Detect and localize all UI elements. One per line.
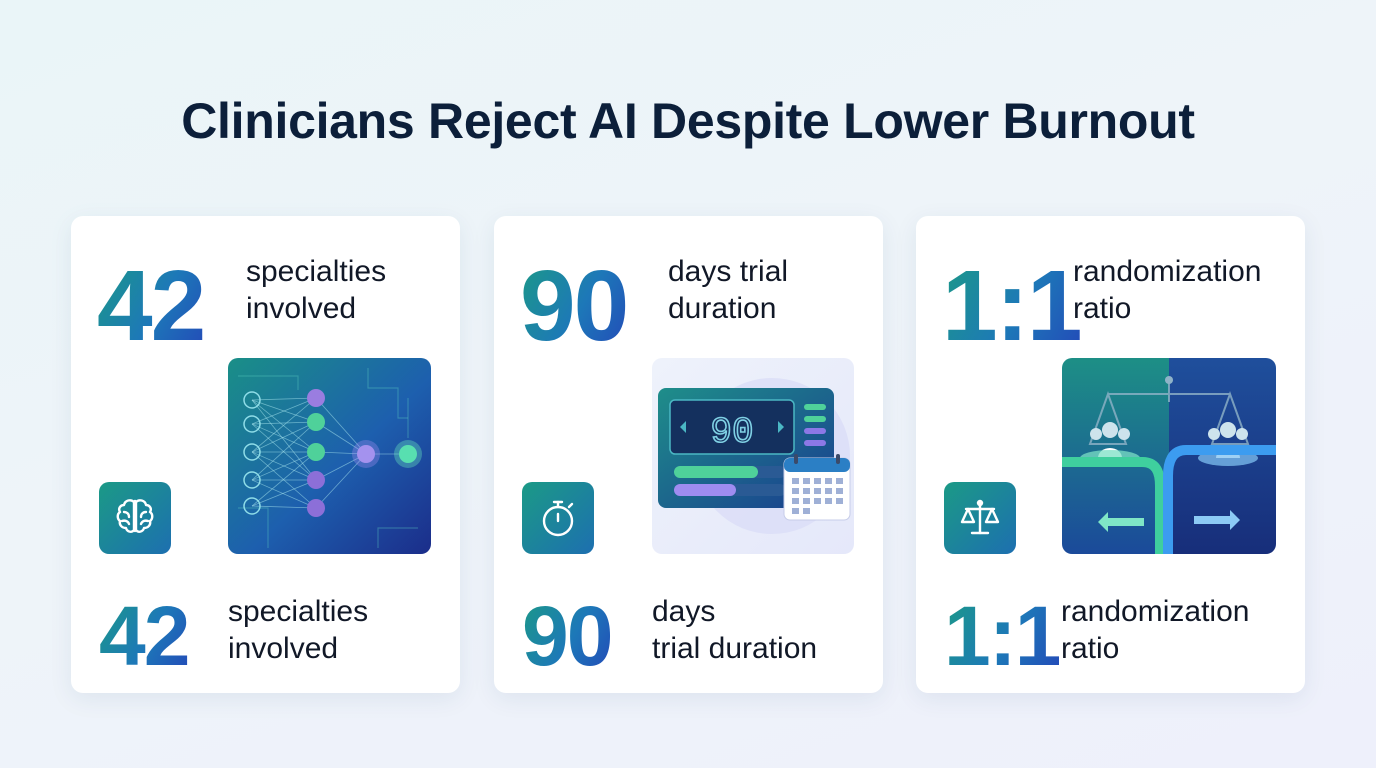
stat-value: 42: [97, 250, 206, 362]
stat-label-line1: days trial: [668, 255, 789, 288]
stopwatch-icon: [522, 482, 594, 554]
stat-label-repeat: specialties involved: [228, 593, 368, 667]
stat-label-line2: ratio: [1073, 292, 1132, 325]
scales-icon: [944, 482, 1016, 554]
stat-label: specialties involved: [246, 253, 386, 327]
stat-value-repeat: 42: [99, 589, 190, 683]
countdown-display-illustration: 90: [652, 358, 854, 554]
countdown-readout: 90: [710, 412, 753, 453]
stat-label-line2: involved: [246, 292, 357, 325]
stat-label: days trial duration: [668, 253, 788, 327]
stat-label-repeat: randomization ratio: [1061, 593, 1249, 667]
stat-label-line2: involved: [228, 632, 339, 665]
page-title: Clinicians Reject AI Despite Lower Burno…: [181, 93, 1195, 149]
stat-label-line2: ratio: [1061, 632, 1120, 665]
stat-card-specialties: 42 specialties involved: [71, 216, 460, 693]
stat-card-randomization: 1:1 randomization ratio: [916, 216, 1305, 693]
stat-label-line1: specialties: [228, 595, 369, 628]
brain-icon: [99, 482, 171, 554]
stat-value-repeat: 1:1: [944, 589, 1061, 683]
stat-label-line1: specialties: [246, 255, 387, 288]
stat-value: 1:1: [942, 250, 1083, 362]
stat-label-line1: randomization: [1061, 595, 1250, 628]
stat-value-repeat: 90: [522, 589, 613, 683]
stat-label-repeat: days trial duration: [652, 593, 817, 667]
stat-label-line2: duration: [668, 292, 777, 325]
stat-label: randomization ratio: [1073, 253, 1261, 327]
stat-label-line1: days: [652, 595, 716, 628]
stat-value: 90: [520, 250, 629, 362]
neural-network-illustration: [228, 358, 431, 554]
stat-card-trial-duration: 90 days trial duration: [494, 216, 883, 693]
stat-label-line1: randomization: [1073, 255, 1262, 288]
balance-scale-illustration: [1062, 358, 1276, 554]
stat-label-line2: trial duration: [652, 632, 818, 665]
